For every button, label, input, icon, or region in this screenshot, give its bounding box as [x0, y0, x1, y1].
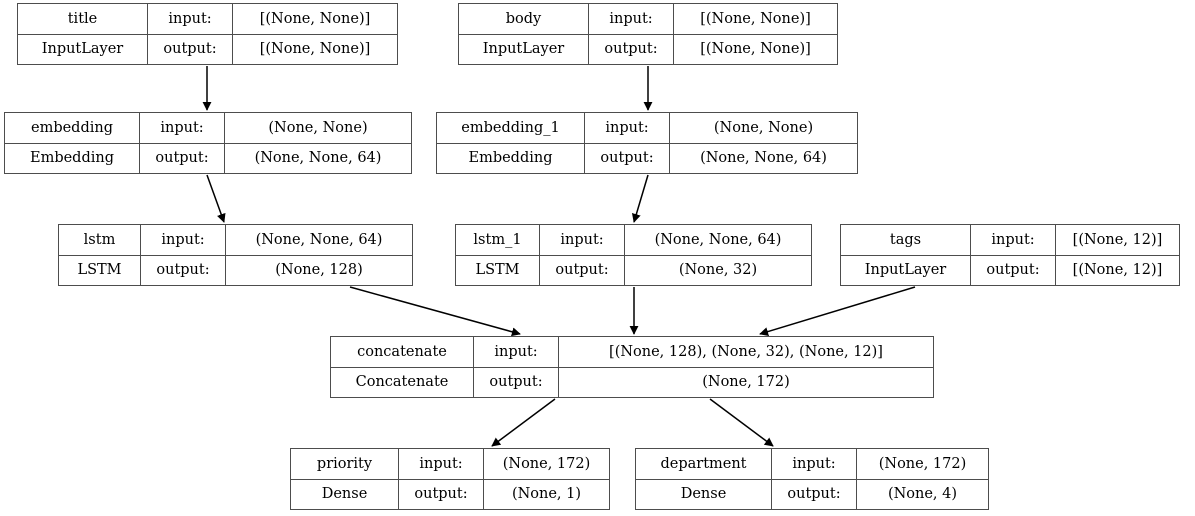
layer-name-lstm_1: lstm_1: [456, 225, 540, 255]
output-shape-lstm: (None, 128): [275, 262, 363, 278]
layer-name-priority: priority: [291, 449, 399, 479]
input-label-title: input:: [148, 4, 233, 34]
input-label-lstm_1: input:: [540, 225, 625, 255]
layer-class-lstm: LSTM: [59, 255, 141, 285]
output-shape-title: [(None, None)]: [259, 41, 371, 57]
output-shape-embedding_1: (None, None, 64): [700, 150, 827, 166]
layer-class-lstm_1: LSTM: [456, 255, 540, 285]
edge-embedding-to-lstm: [206, 174, 226, 223]
input-label-body: input:: [589, 4, 674, 34]
output-label-tags: output:: [971, 255, 1056, 285]
layer-name-title: title: [18, 4, 148, 34]
layer-name-department: department: [636, 449, 772, 479]
layer-class-body: InputLayer: [459, 34, 589, 64]
output-label-title: output:: [148, 34, 233, 64]
output-label-priority: output:: [399, 479, 484, 509]
input-shape-priority: (None, 172): [502, 455, 591, 472]
input-shape-tags: [(None, 12)]: [1072, 231, 1163, 248]
layer-name-concatenate: concatenate: [331, 337, 474, 367]
input-label-priority: input:: [399, 449, 484, 479]
output-shape-tags: [(None, 12)]: [1072, 262, 1163, 278]
output-shape-department: (None, 4): [887, 486, 958, 502]
edge-lstm-to-concatenate: [349, 286, 521, 337]
layer-class-department: Dense: [636, 479, 772, 509]
layer-name-lstm: lstm: [59, 225, 141, 255]
input-shape-embedding: (None, None): [268, 119, 368, 136]
input-label-tags: input:: [971, 225, 1056, 255]
input-label-embedding: input:: [140, 113, 225, 143]
layer-class-title: InputLayer: [18, 34, 148, 64]
layer-name-body: body: [459, 4, 589, 34]
input-label-lstm: input:: [141, 225, 226, 255]
output-label-lstm: output:: [141, 255, 226, 285]
layer-class-priority: Dense: [291, 479, 399, 509]
output-label-lstm_1: output:: [540, 255, 625, 285]
layer-class-tags: InputLayer: [841, 255, 971, 285]
output-shape-priority: (None, 1): [511, 486, 582, 502]
input-label-embedding_1: input:: [585, 113, 670, 143]
output-label-concatenate: output:: [474, 367, 559, 397]
input-shape-department: (None, 172): [878, 455, 967, 472]
output-label-body: output:: [589, 34, 674, 64]
edge-tags-to-concatenate: [759, 286, 916, 336]
output-shape-body: [(None, None)]: [700, 41, 811, 57]
edge-concatenate-to-priority: [491, 398, 556, 447]
input-label-department: input:: [772, 449, 857, 479]
input-shape-concatenate: [(None, 128), (None, 32), (None, 12)]: [609, 343, 883, 360]
input-shape-lstm_1: (None, None, 64): [654, 231, 782, 248]
layer-class-concatenate: Concatenate: [331, 367, 474, 397]
layer-name-embedding: embedding: [5, 113, 140, 143]
output-label-department: output:: [772, 479, 857, 509]
layer-name-embedding_1: embedding_1: [437, 113, 585, 143]
layer-name-tags: tags: [841, 225, 971, 255]
output-shape-concatenate: (None, 172): [702, 374, 790, 390]
output-label-embedding_1: output:: [585, 143, 670, 173]
layer-class-embedding_1: Embedding: [437, 143, 585, 173]
edge-concatenate-to-department: [709, 398, 774, 447]
input-label-concatenate: input:: [474, 337, 559, 367]
output-label-embedding: output:: [140, 143, 225, 173]
input-shape-lstm: (None, None, 64): [255, 231, 383, 248]
input-shape-body: [(None, None)]: [700, 10, 811, 27]
edge-embedding_1-to-lstm_1: [631, 174, 649, 223]
output-shape-lstm_1: (None, 32): [678, 262, 758, 278]
input-shape-embedding_1: (None, None): [713, 119, 814, 136]
layer-class-embedding: Embedding: [5, 143, 140, 173]
input-shape-title: [(None, None)]: [259, 10, 371, 27]
output-shape-embedding: (None, None, 64): [254, 150, 382, 166]
